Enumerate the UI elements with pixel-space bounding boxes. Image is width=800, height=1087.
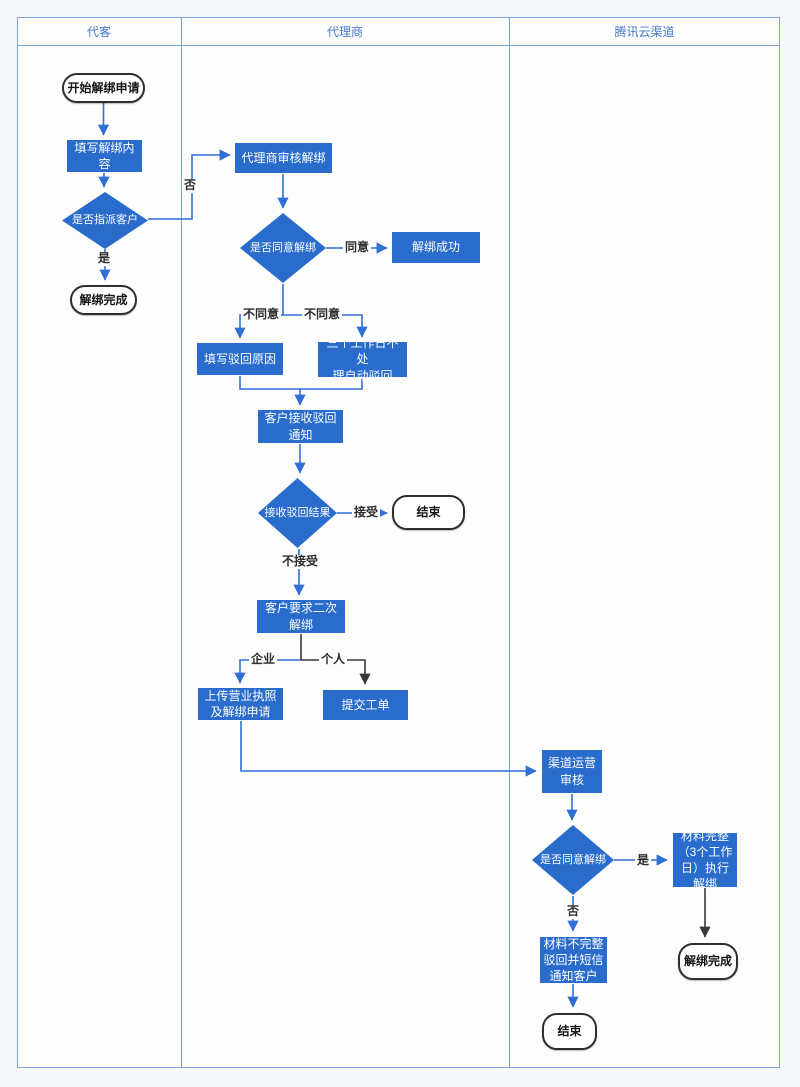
lane-header-tencent-channel: 腾讯云渠道 bbox=[614, 24, 675, 39]
node-end-channel: 结束 bbox=[542, 1013, 597, 1050]
edge-label-personal: 个人 bbox=[318, 652, 348, 667]
edge-label-yes-1: 是 bbox=[95, 251, 113, 266]
swimlane-frame bbox=[17, 17, 780, 1068]
lane-header-agent: 代理商 bbox=[326, 24, 363, 39]
node-auto-reject-3days: 三个工作日不处 理自动驳回 bbox=[318, 336, 407, 383]
edge-label-not-accept: 不接受 bbox=[279, 554, 321, 569]
node-unbind-complete-channel: 解绑完成 bbox=[678, 943, 738, 980]
lane-divider-2 bbox=[509, 17, 510, 1068]
node-end-agent: 结束 bbox=[392, 495, 465, 530]
node-unbind-complete-proxy: 解绑完成 bbox=[70, 285, 137, 315]
edge-label-agree: 同意 bbox=[342, 240, 372, 255]
node-customer-receive-notice: 客户接收驳回 通知 bbox=[258, 410, 343, 443]
swimlane-header-divider bbox=[17, 45, 780, 46]
node-fill-reject-reason: 填写驳回原因 bbox=[197, 343, 283, 375]
lane-divider-1 bbox=[181, 17, 182, 1068]
node-channel-ops-review: 渠道运营 审核 bbox=[542, 750, 602, 793]
edge-label-yes-2: 是 bbox=[634, 853, 652, 868]
edge-label-disagree-left: 不同意 bbox=[240, 307, 282, 322]
node-agent-review: 代理商审核解绑 bbox=[235, 143, 332, 173]
node-material-incomplete-reject: 材料不完整 驳回并短信 通知客户 bbox=[540, 937, 607, 983]
edge-label-accept: 接受 bbox=[351, 505, 381, 520]
node-unbind-success: 解绑成功 bbox=[392, 232, 480, 263]
edge-label-no-2: 否 bbox=[564, 904, 582, 919]
node-upload-license: 上传营业执照 及解绑申请 bbox=[198, 688, 283, 720]
lane-header-customer-proxy: 代客 bbox=[86, 24, 111, 39]
edge-label-no-1: 否 bbox=[181, 178, 199, 193]
edge-label-enterprise: 企业 bbox=[248, 652, 278, 667]
node-submit-ticket: 提交工单 bbox=[323, 690, 408, 720]
node-second-unbind-request: 客户要求二次 解绑 bbox=[257, 600, 345, 633]
node-material-complete-execute: 材料完整 （3个工作 日）执行 解绑 bbox=[673, 829, 737, 891]
node-start: 开始解绑申请 bbox=[62, 73, 145, 103]
node-fill-unbind-content: 填写解绑内 容 bbox=[67, 140, 142, 172]
edge-label-disagree-right: 不同意 bbox=[301, 307, 343, 322]
